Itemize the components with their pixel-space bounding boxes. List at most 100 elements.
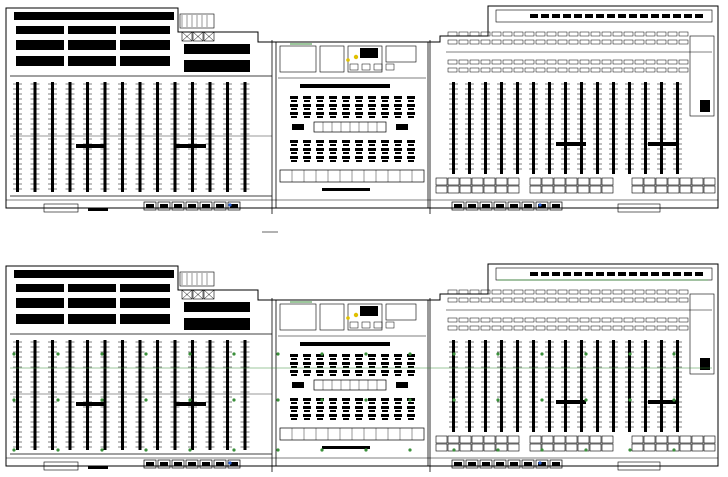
storage-block (68, 284, 116, 292)
rack-bay (623, 39, 634, 45)
seat-cluster (290, 156, 298, 159)
rack-bay (513, 31, 524, 37)
rack-bay (623, 67, 634, 73)
cold-storage-cell (541, 443, 554, 452)
cold-storage-cell (631, 435, 644, 444)
seat-cluster (342, 398, 350, 401)
seat-cluster (394, 354, 402, 357)
storage-block (68, 56, 116, 66)
cold-storage-cell (565, 177, 578, 186)
rack-column (484, 340, 487, 432)
seat-cluster (317, 116, 323, 118)
rack-bay (623, 59, 634, 65)
rack-bay (634, 317, 645, 323)
rack-column (138, 340, 142, 450)
rack-column (484, 82, 487, 174)
seat-cluster (395, 116, 401, 118)
loading-dock (451, 459, 465, 469)
office-room (279, 45, 317, 73)
grid-marker (628, 352, 632, 356)
rack-bay (502, 297, 513, 303)
rack-column (51, 82, 54, 192)
cold-storage-cell (643, 435, 656, 444)
grid-marker (408, 448, 412, 452)
storage-bin (629, 14, 637, 18)
seat-cluster (316, 370, 324, 373)
storage-bin (695, 272, 703, 276)
rack-bay (667, 59, 678, 65)
seat-cluster (290, 406, 298, 409)
seat-cluster (394, 398, 402, 401)
rack-bay (601, 317, 612, 323)
rack-bay (568, 289, 579, 295)
rack-header (648, 142, 678, 146)
rack-column (612, 340, 615, 432)
dock-leveler (496, 204, 504, 208)
entrance-block (617, 203, 661, 213)
storage-block (16, 298, 64, 308)
rack-bay (634, 325, 645, 331)
rack-column (138, 82, 142, 192)
cold-storage-cell (601, 177, 614, 186)
seat-cluster (381, 398, 389, 401)
seat-cluster (329, 370, 337, 373)
rack-column (532, 340, 535, 432)
grid-marker (540, 352, 544, 356)
grid-marker (100, 352, 104, 356)
storage-block (184, 302, 250, 312)
seat-cluster (330, 418, 336, 420)
rack-bay (502, 39, 513, 45)
seat-cluster (291, 116, 297, 118)
cold-storage-cell (643, 177, 656, 186)
rack-bay (557, 59, 568, 65)
dock-leveler (160, 462, 168, 466)
storage-bin (607, 14, 615, 18)
seat-cluster (343, 418, 349, 420)
entrance-step (88, 208, 108, 211)
rack-bay (645, 31, 656, 37)
cold-storage-cell (459, 177, 472, 186)
seat-cluster (355, 156, 363, 159)
grid-marker (276, 448, 280, 452)
seat-cluster (382, 374, 388, 376)
rack-bay (601, 297, 612, 303)
storage-block (120, 314, 170, 324)
rack-bay (656, 31, 667, 37)
loading-dock (493, 201, 507, 211)
dock-leveler (468, 204, 476, 208)
seat-cluster (342, 96, 350, 99)
rack-column (612, 82, 615, 174)
rack-bay (601, 59, 612, 65)
rack-bay (557, 67, 568, 73)
rack-bay (623, 317, 634, 323)
storage-block (68, 314, 116, 324)
rack-column (16, 340, 19, 450)
rack-column (580, 82, 583, 174)
seat-cluster (316, 156, 324, 159)
rack-bay (502, 325, 513, 331)
loading-dock (185, 201, 199, 211)
storage-block (120, 26, 170, 34)
grid-marker (452, 448, 456, 452)
cold-storage-cell (667, 177, 680, 186)
seat-cluster (355, 398, 363, 401)
rack-bay (535, 325, 546, 331)
seat-cluster (368, 414, 376, 417)
seat-cluster (356, 100, 362, 102)
grid-marker (56, 448, 60, 452)
rack-bay (557, 297, 568, 303)
seat-cluster (382, 152, 388, 154)
rack-bay (634, 31, 645, 37)
storage-block (184, 44, 250, 54)
loading-dock (465, 459, 479, 469)
rack-bay (447, 39, 458, 45)
seat-cluster (382, 418, 388, 420)
rack-bay (667, 67, 678, 73)
seat-cluster (330, 144, 336, 146)
rack-bay (447, 325, 458, 331)
grid-marker (584, 398, 588, 402)
seat-cluster (330, 402, 336, 404)
rack-bay (513, 297, 524, 303)
cold-storage-cell (447, 177, 460, 186)
